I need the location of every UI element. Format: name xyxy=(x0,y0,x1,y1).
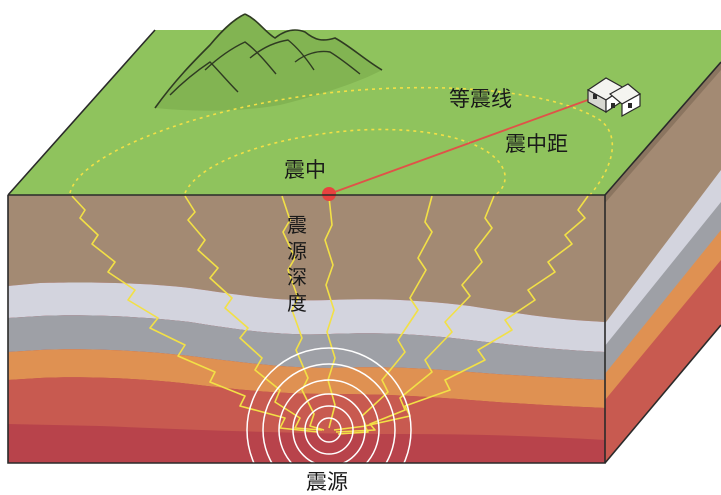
focal-depth-char: 源 xyxy=(287,239,307,263)
focal-depth-char: 震 xyxy=(287,213,307,237)
focal-depth-char: 深 xyxy=(287,265,307,289)
isoseismal-lines xyxy=(69,86,614,196)
orange-layer xyxy=(8,349,605,408)
soil-layer xyxy=(8,195,605,322)
isoseismal-line-label: 等震线 xyxy=(449,87,512,111)
focal-depth-char: 度 xyxy=(287,291,307,315)
epicenter-label: 震中 xyxy=(284,158,326,182)
block-outline xyxy=(7,29,721,464)
focus-label: 震源 xyxy=(306,470,348,494)
ground-surface xyxy=(8,30,721,195)
red-layer xyxy=(8,377,605,440)
epicentral-distance-label: 震中距 xyxy=(505,132,568,156)
epicentral-distance-line xyxy=(328,96,597,195)
focal-depth-label: 震 源 深 度 xyxy=(287,213,307,315)
focus-rings xyxy=(246,347,412,495)
epicenter-dot-icon xyxy=(322,187,336,201)
house-icon xyxy=(586,77,642,118)
light-rock-layer xyxy=(8,282,605,352)
seismic-wave-rays xyxy=(71,195,589,435)
mountains xyxy=(154,13,383,111)
